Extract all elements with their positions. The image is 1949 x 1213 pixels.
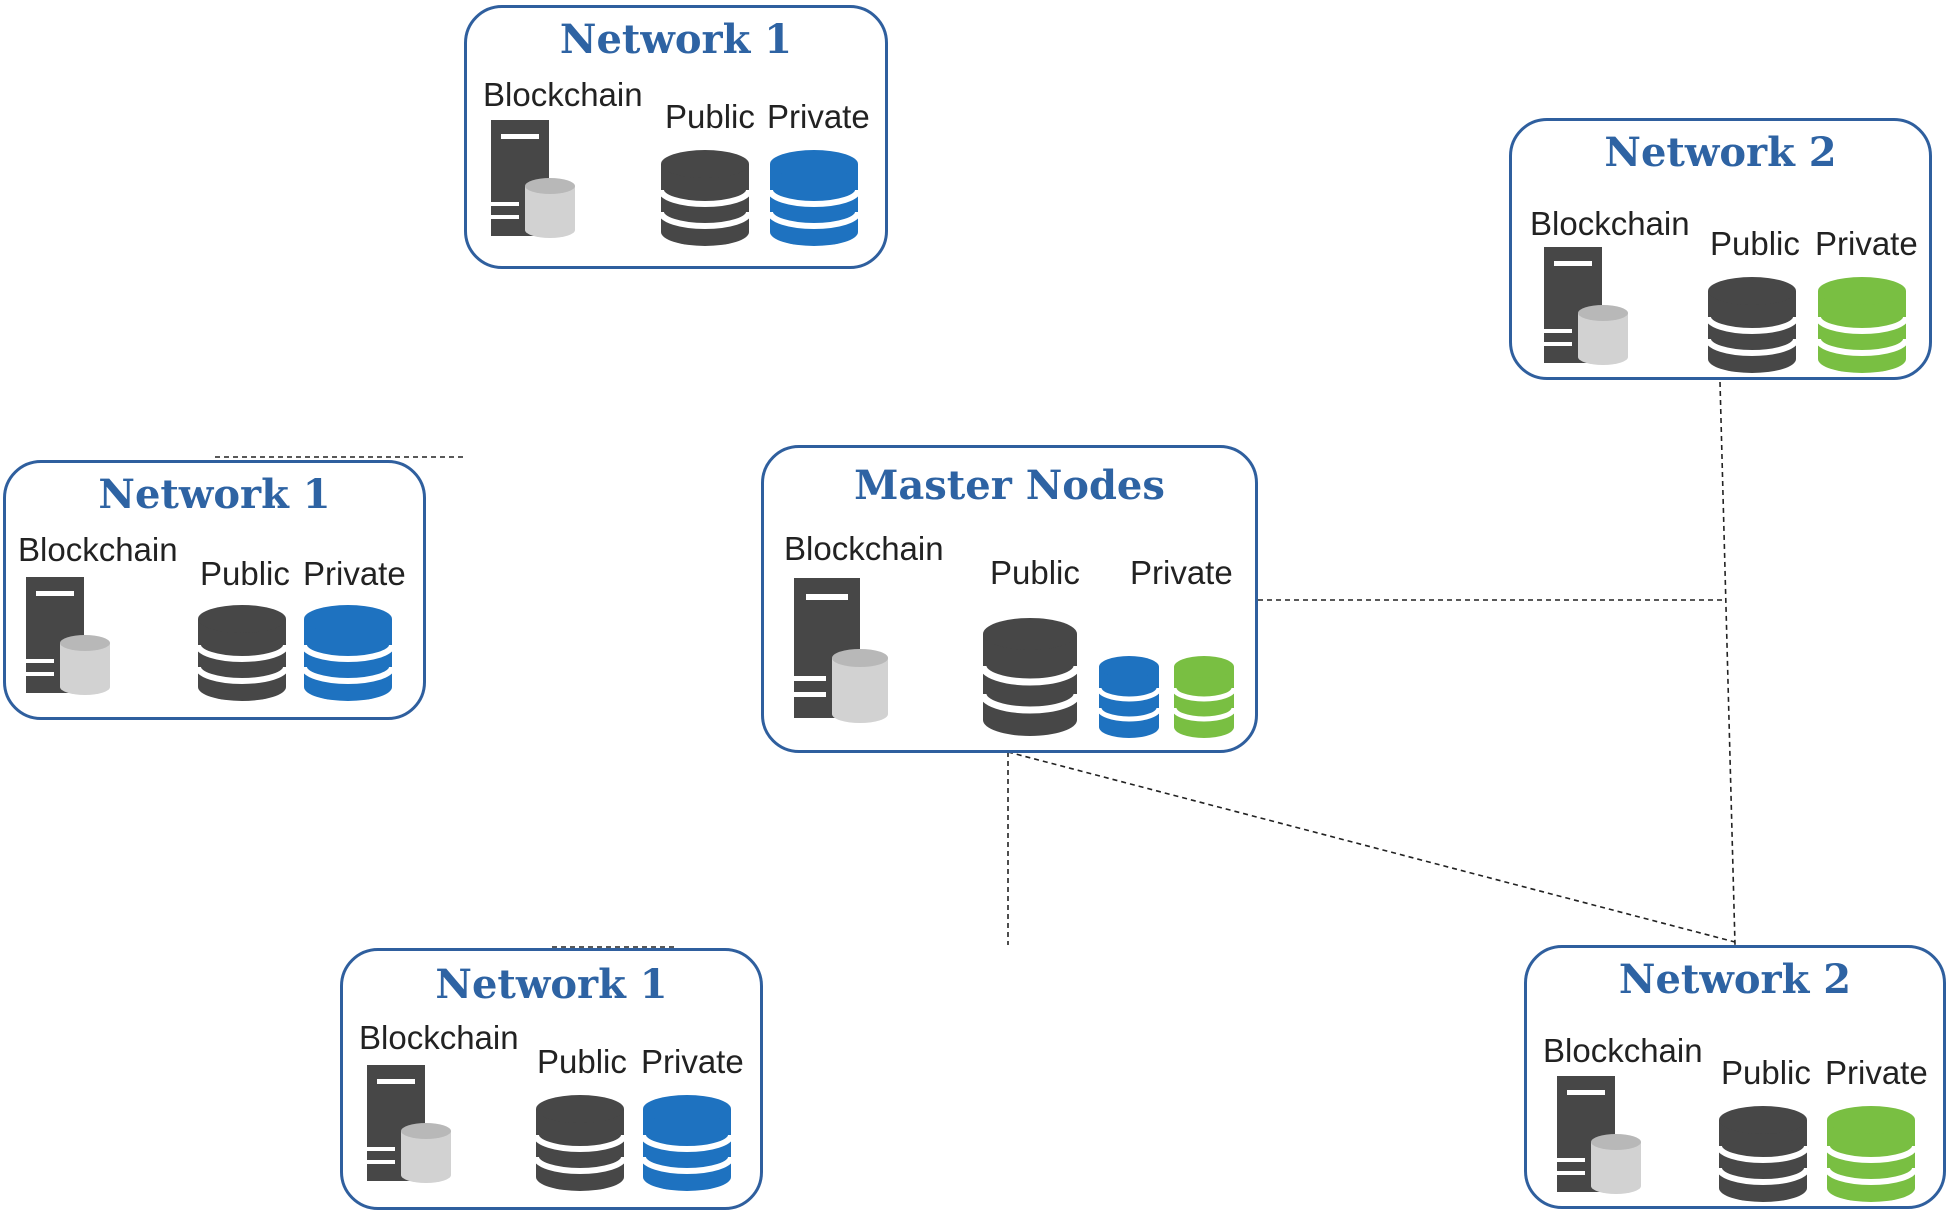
connector-line — [1719, 381, 1736, 946]
private-database-icon — [1174, 656, 1237, 738]
network-node: Network 2 Blockchain Public Private — [1524, 945, 1946, 1209]
public-database-icon — [1708, 277, 1798, 373]
private-label: Private — [303, 555, 406, 592]
private-database-icon — [643, 1095, 733, 1191]
blockchain-label: Blockchain — [1530, 205, 1690, 242]
node-title: Network 1 — [559, 16, 793, 63]
blockchain-label: Blockchain — [18, 531, 178, 568]
master-nodes: Master Nodes Blockchain Public Private — [761, 445, 1258, 753]
private-database-icon — [304, 605, 394, 701]
node-title: Network 2 — [1604, 129, 1837, 176]
public-label: Public — [537, 1043, 627, 1080]
private-label: Private — [767, 98, 870, 135]
private-label: Private — [1130, 554, 1233, 591]
private-database-icon — [1099, 656, 1162, 738]
private-database-icon — [1818, 277, 1908, 373]
network-node: Network 2 Blockchain Public Private — [1509, 118, 1932, 380]
server-icon — [491, 120, 575, 238]
private-database-icon — [770, 150, 860, 246]
server-icon — [367, 1065, 451, 1183]
server-icon — [794, 578, 888, 723]
public-label: Public — [1710, 225, 1800, 262]
blockchain-label: Blockchain — [483, 76, 643, 113]
public-label: Public — [665, 98, 755, 135]
blockchain-label: Blockchain — [784, 530, 944, 567]
blockchain-label: Blockchain — [1543, 1032, 1703, 1069]
network-node: Network 1 Blockchain Public Private — [340, 948, 763, 1210]
private-database-icon — [1827, 1106, 1917, 1202]
public-label: Public — [1721, 1054, 1811, 1091]
connector-line — [1007, 751, 1736, 943]
server-icon — [1557, 1076, 1641, 1194]
public-database-icon — [536, 1095, 626, 1191]
public-database-icon — [198, 605, 288, 701]
node-title: Network 1 — [435, 961, 668, 1008]
private-label: Private — [1825, 1054, 1928, 1091]
network-node: Network 1 Blockchain Public Private — [464, 5, 888, 269]
public-label: Public — [990, 554, 1080, 591]
server-icon — [1544, 247, 1628, 365]
node-title: Network 1 — [98, 471, 331, 518]
blockchain-label: Blockchain — [359, 1019, 519, 1056]
public-label: Public — [200, 555, 290, 592]
public-database-icon — [661, 150, 751, 246]
private-label: Private — [1815, 225, 1918, 262]
server-icon — [26, 577, 110, 695]
node-title: Master Nodes — [854, 462, 1165, 509]
public-database-icon — [1719, 1106, 1809, 1202]
public-database-icon — [983, 618, 1079, 736]
private-label: Private — [641, 1043, 744, 1080]
node-title: Network 2 — [1618, 956, 1852, 1003]
network-node: Network 1 Blockchain Public Private — [3, 460, 426, 720]
